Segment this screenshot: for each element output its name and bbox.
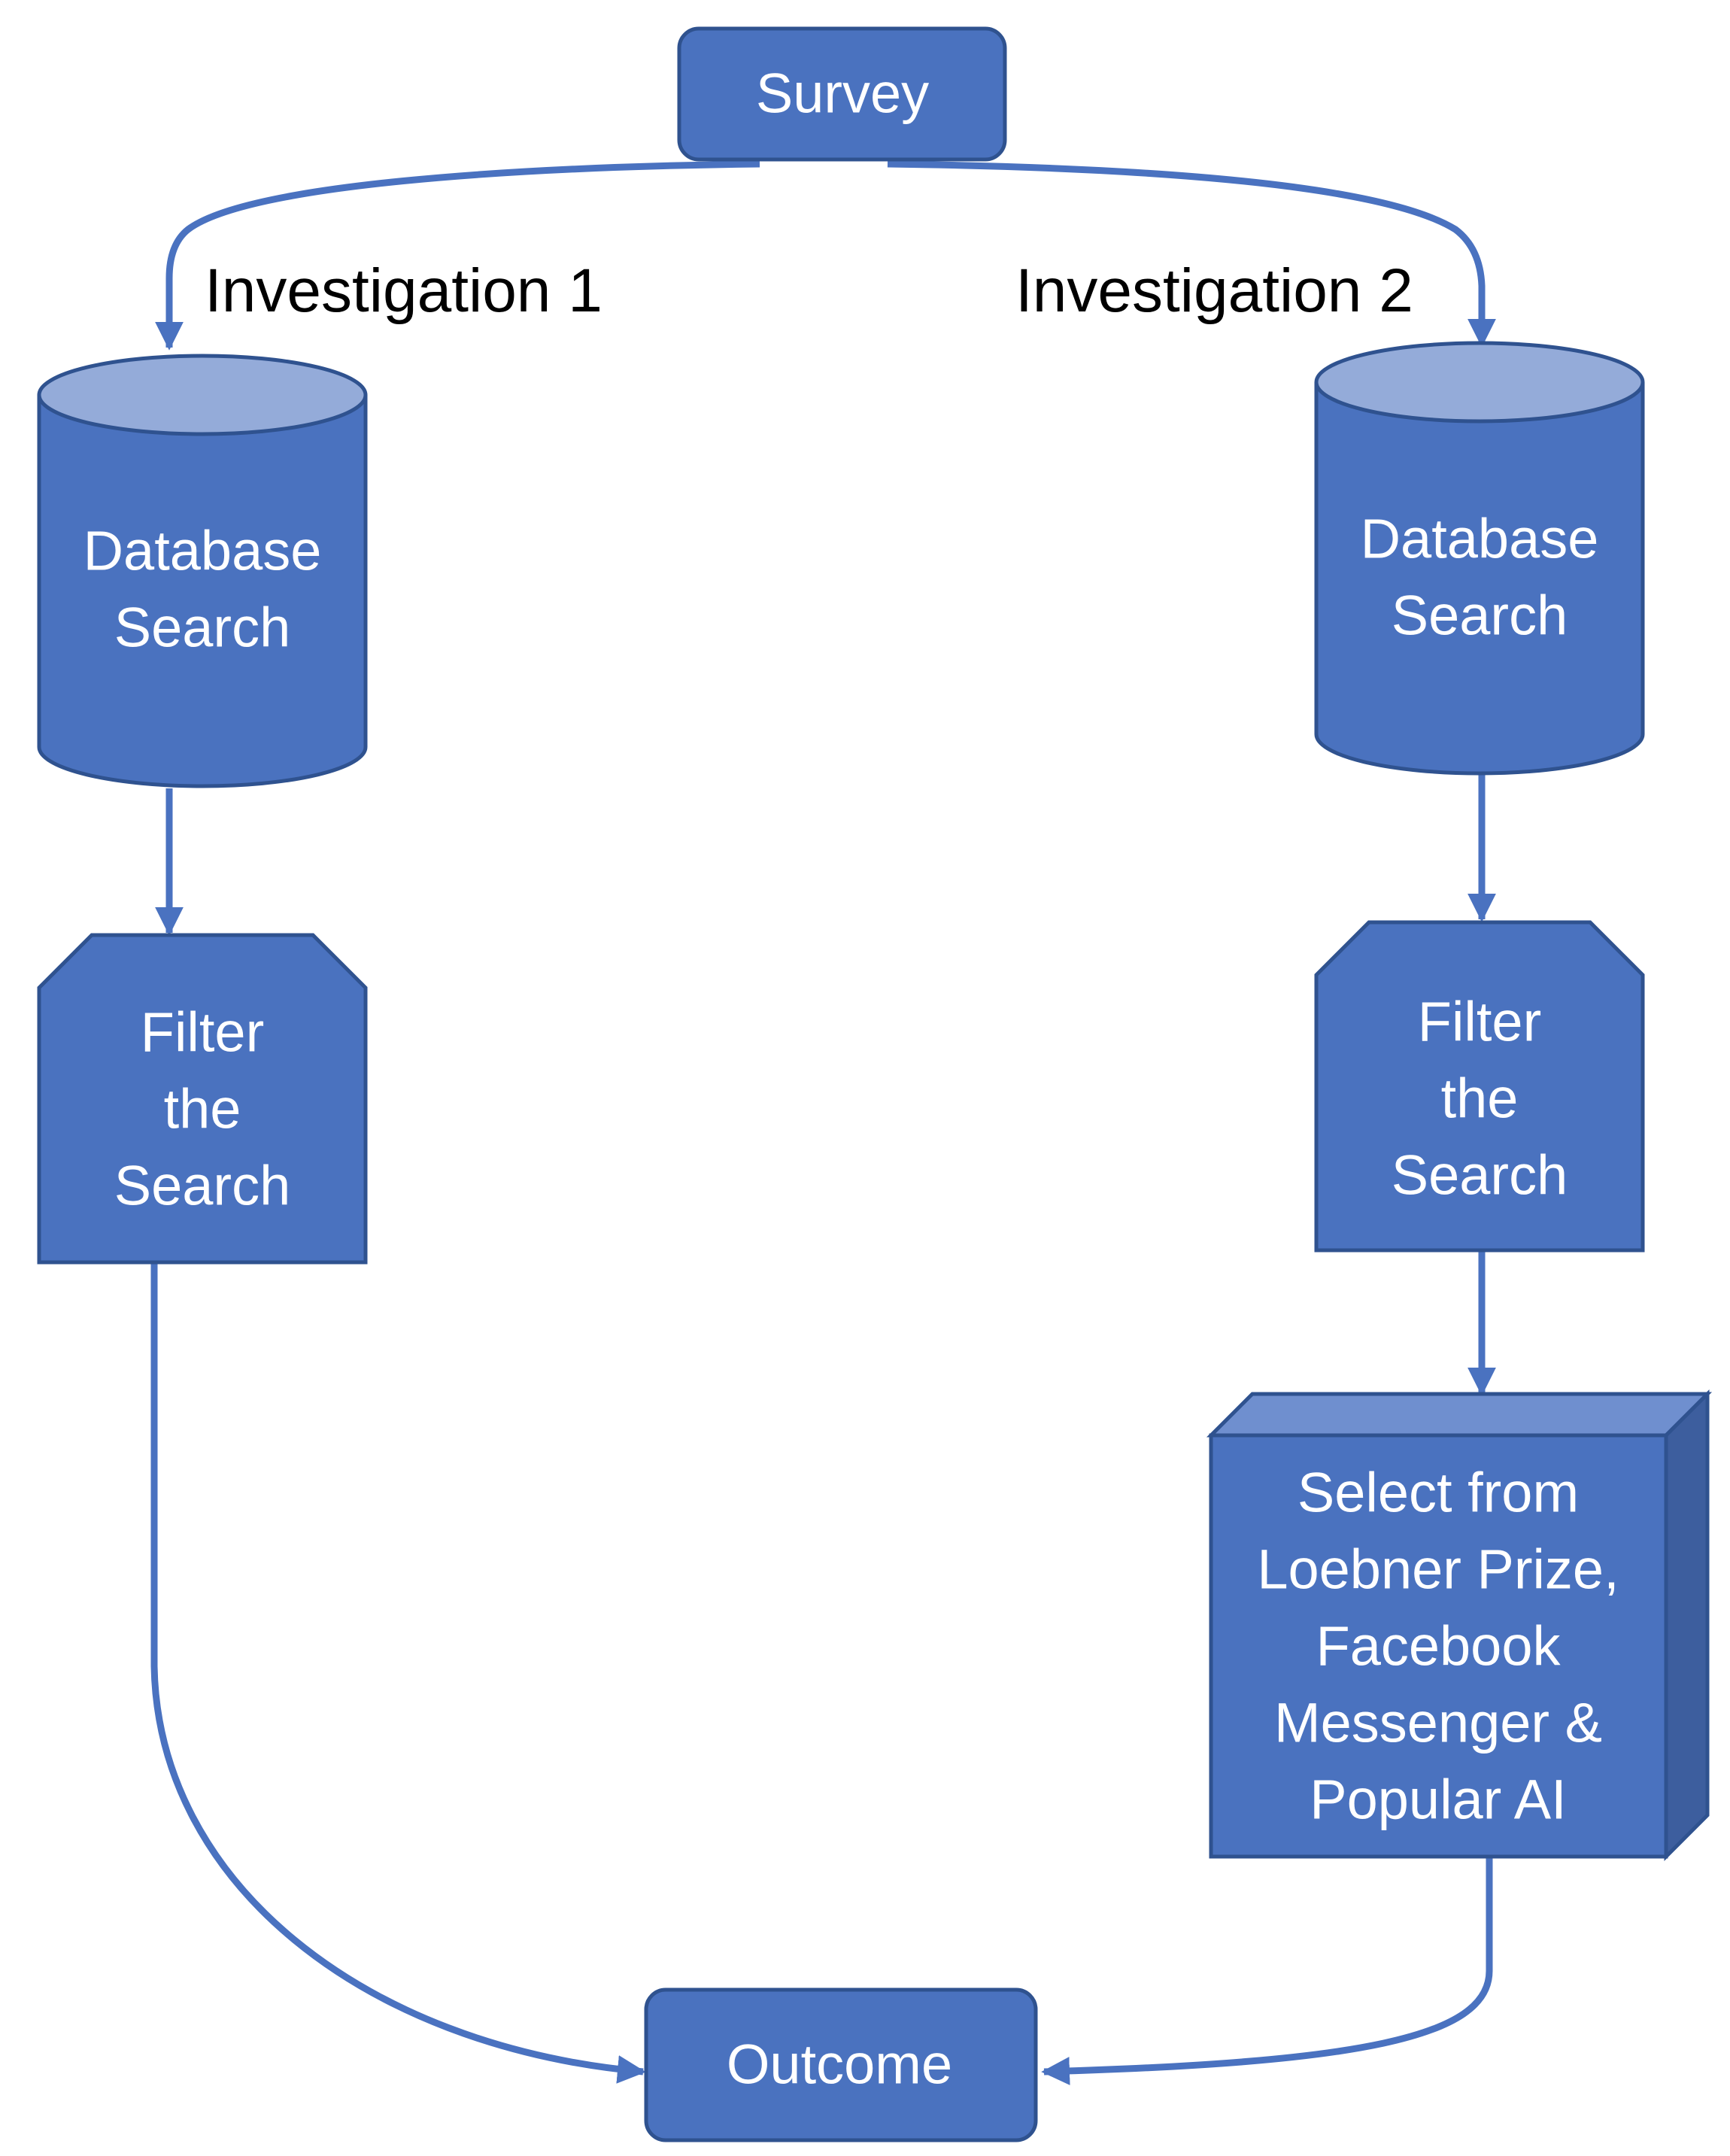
filter-right-line-3: Search: [1392, 1144, 1568, 1207]
investigation-1-label: Investigation 1: [205, 257, 602, 325]
database-search-right-node: Database Search: [1314, 341, 1645, 776]
investigation-2-label: Investigation 2: [1015, 257, 1413, 325]
select-line-3: Facebook: [1316, 1615, 1562, 1678]
select-line-4: Messenger &: [1274, 1692, 1602, 1754]
outcome-label: Outcome: [727, 2033, 952, 2096]
outcome-node: Outcome: [644, 1987, 1038, 2142]
arrow-filter-left-to-outcome: [150, 1262, 646, 2084]
database-search-right-line-2: Search: [1392, 585, 1568, 647]
survey-label: Survey: [756, 62, 929, 125]
database-search-left-line-1: Database: [83, 520, 322, 582]
select-line-5: Popular AI: [1310, 1769, 1566, 1831]
filter-left-line-1: Filter: [141, 1001, 264, 1064]
arrow-survey-to-db-left: [155, 160, 760, 351]
select-line-2: Loebner Prize,: [1257, 1538, 1619, 1601]
filter-search-left-node: Filter the Search: [37, 933, 368, 1265]
filter-left-line-3: Search: [114, 1155, 290, 1217]
filter-left-line-2: the: [164, 1078, 241, 1140]
database-search-left-node: Database Search: [37, 354, 368, 788]
survey-node: Survey: [677, 26, 1007, 162]
database-search-left-line-2: Search: [114, 597, 290, 659]
filter-right-line-1: Filter: [1418, 991, 1541, 1053]
select-sources-node: Select from Loebner Prize, Facebook Mess…: [1206, 1389, 1713, 1862]
arrow-select-to-outcome: [1041, 1857, 1493, 2085]
select-line-1: Select from: [1298, 1462, 1579, 1524]
filter-right-line-2: the: [1441, 1067, 1519, 1130]
connectors: [150, 160, 1496, 2085]
filter-search-right-node: Filter the Search: [1314, 920, 1645, 1253]
database-search-right-line-1: Database: [1361, 508, 1599, 570]
arrow-survey-to-db-right: [887, 160, 1496, 348]
